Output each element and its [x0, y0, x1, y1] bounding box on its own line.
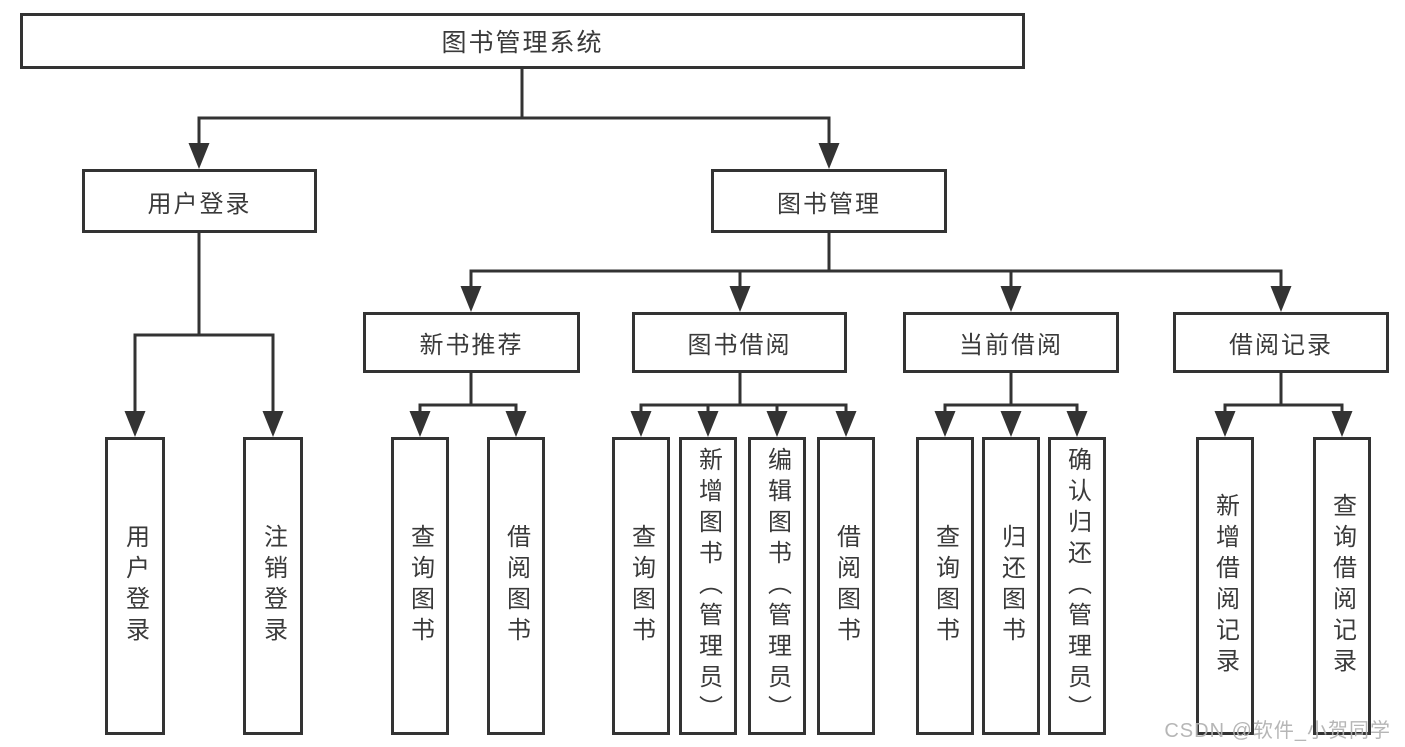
arrowheads: [124, 143, 1353, 437]
leaf-user-login-label: 用户登录: [121, 524, 149, 648]
node-borrow-records-label: 借阅记录: [1229, 332, 1333, 359]
leaf-user-login: 用户登录: [105, 437, 165, 735]
leaf-borrow-query-books-label: 查询图书: [627, 524, 655, 648]
leaf-borrow-borrow-books-label: 借阅图书: [832, 524, 860, 648]
leaf-borrow-add-books-admin-label: 新增图书（管理员）: [694, 446, 722, 726]
node-user-login-label: 用户登录: [147, 190, 252, 218]
leaf-records-query-record: 查询借阅记录: [1313, 437, 1371, 735]
leaf-records-query-record-label: 查询借阅记录: [1328, 493, 1356, 679]
node-new-book-recommend: 新书推荐: [363, 312, 580, 373]
leaf-current-query-books-label: 查询图书: [931, 524, 959, 648]
node-new-book-recommend-label: 新书推荐: [419, 332, 524, 359]
leaf-borrow-add-books-admin: 新增图书（管理员）: [679, 437, 737, 735]
leaf-recommend-query-books: 查询图书: [391, 437, 449, 735]
leaf-recommend-query-books-label: 查询图书: [406, 524, 434, 648]
node-current-borrow-label: 当前借阅: [959, 332, 1063, 359]
leaf-borrow-edit-books-admin-label: 编辑图书（管理员）: [763, 446, 791, 726]
leaf-current-return-books-label: 归还图书: [997, 524, 1025, 648]
node-borrow-records: 借阅记录: [1173, 312, 1389, 373]
leaf-logout: 注销登录: [243, 437, 303, 735]
leaf-recommend-borrow-books: 借阅图书: [487, 437, 545, 735]
node-current-borrow: 当前借阅: [903, 312, 1119, 373]
csdn-watermark: CSDN @软件_小贺同学: [1164, 720, 1391, 742]
leaf-records-add-record-label: 新增借阅记录: [1211, 493, 1239, 679]
leaf-current-return-books: 归还图书: [982, 437, 1040, 735]
leaf-current-query-books: 查询图书: [916, 437, 974, 735]
leaf-borrow-edit-books-admin: 编辑图书（管理员）: [748, 437, 806, 735]
node-book-management-label: 图书管理: [777, 190, 881, 218]
leaf-borrow-borrow-books: 借阅图书: [817, 437, 875, 735]
node-book-borrow: 图书借阅: [632, 312, 847, 373]
leaf-logout-label: 注销登录: [259, 524, 287, 648]
node-user-login: 用户登录: [82, 169, 317, 233]
leaf-records-add-record: 新增借阅记录: [1196, 437, 1254, 735]
node-library-system: 图书管理系统: [20, 13, 1025, 69]
node-library-system-label: 图书管理系统: [441, 29, 604, 57]
leaf-borrow-query-books: 查询图书: [612, 437, 670, 735]
leaf-current-confirm-return-admin: 确认归还（管理员）: [1048, 437, 1106, 735]
node-book-management: 图书管理: [711, 169, 947, 233]
node-book-borrow-label: 图书借阅: [687, 332, 792, 359]
leaf-current-confirm-return-admin-label: 确认归还（管理员）: [1063, 446, 1091, 726]
leaf-recommend-borrow-books-label: 借阅图书: [502, 524, 530, 648]
